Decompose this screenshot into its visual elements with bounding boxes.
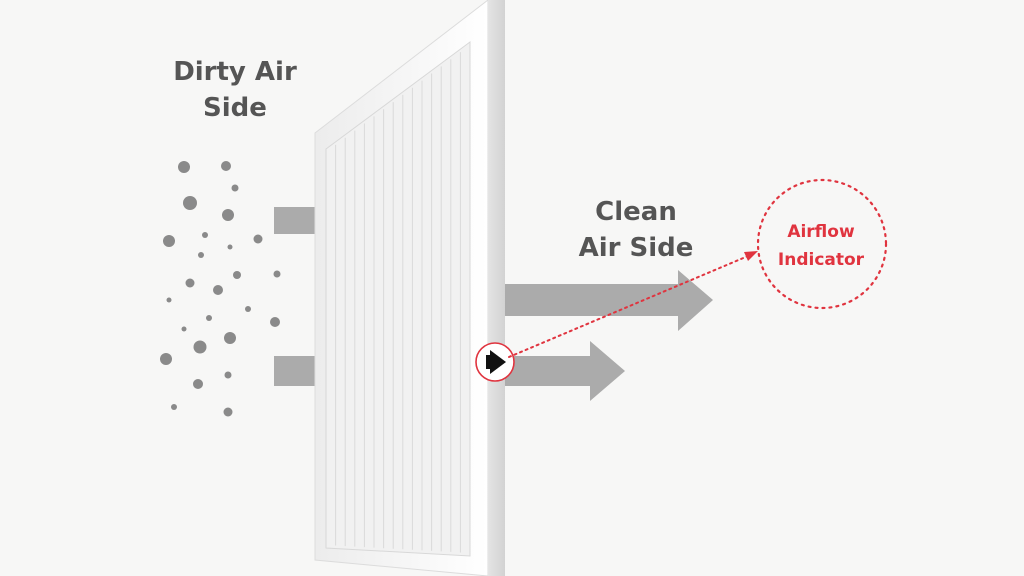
clean-air-side-label-line2: Air Side [578, 233, 694, 263]
airflow-indicator-label-line2: Indicator [777, 250, 865, 270]
filter-pleats [335, 52, 461, 553]
airflow-indicator [475, 178, 888, 382]
airflow-indicator-label: Airflow Indicator [757, 218, 885, 274]
indicator-pointer-line [508, 255, 749, 358]
clean-air-side-label-line1: Clean [595, 197, 677, 227]
indicator-stem [486, 355, 490, 369]
indicator-pointer-arrowhead [744, 251, 758, 261]
clean-airflow-arrow-lower [505, 341, 625, 401]
filter-edge [488, 0, 505, 576]
dirty-air-side-label-line1: Dirty Air [173, 57, 297, 87]
indicator-callout-circle [756, 178, 888, 310]
dirty-air-side-label-line2: Side [203, 93, 267, 123]
air-filter [314, 0, 505, 576]
clean-air-side-label: Clean Air Side [566, 194, 706, 266]
filter-media [325, 41, 471, 557]
clean-airflow-arrow-upper [505, 270, 713, 331]
play-arrow-icon [490, 350, 506, 374]
airflow-indicator-label-line1: Airflow [787, 222, 855, 242]
dirty-air-side-label: Dirty Air Side [160, 54, 310, 126]
dust-particles [160, 161, 281, 417]
